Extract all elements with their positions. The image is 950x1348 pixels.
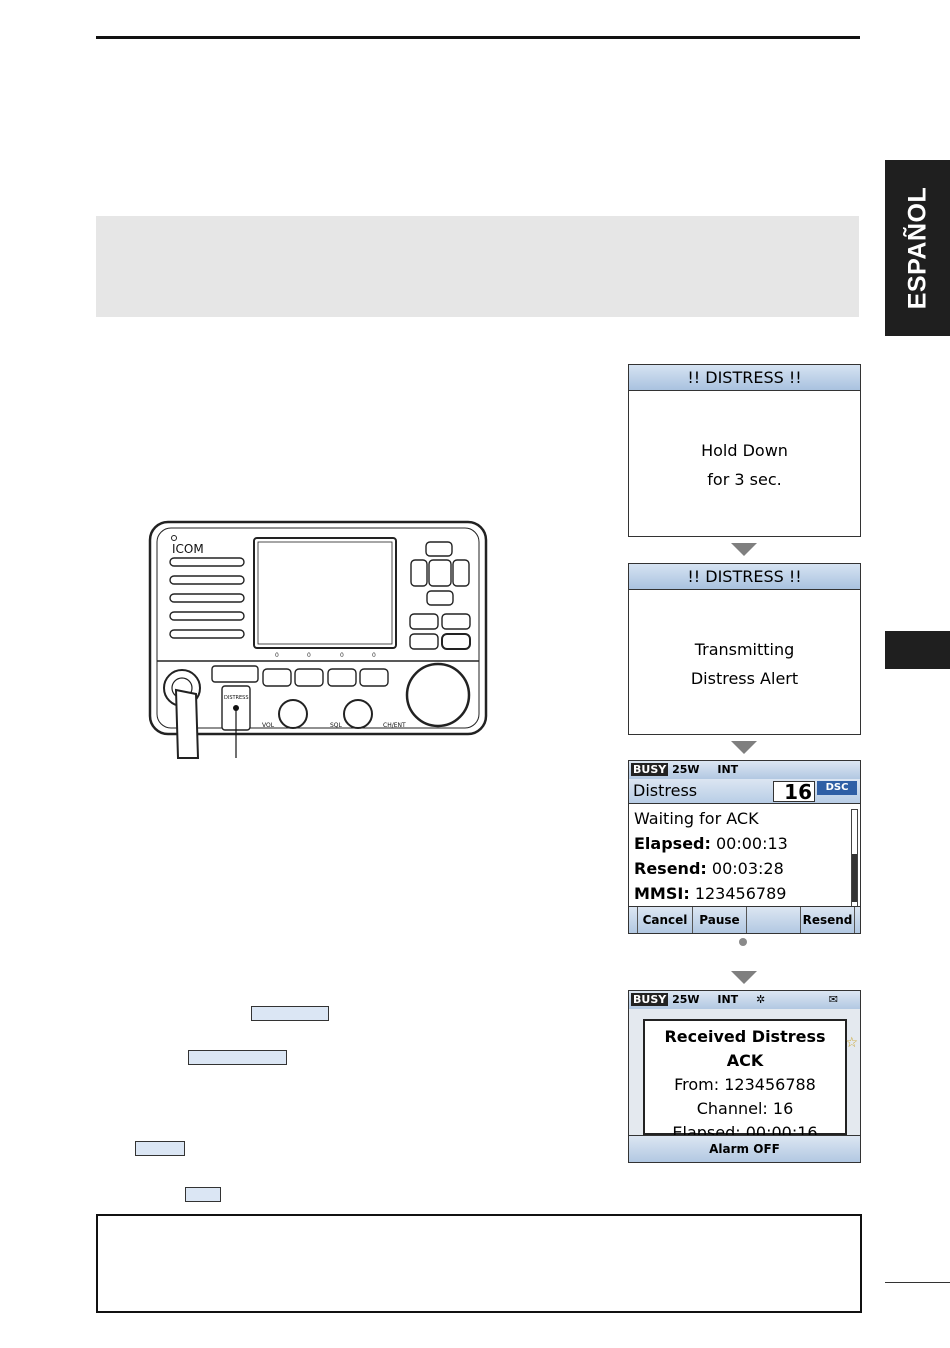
key-highlight — [135, 1141, 185, 1156]
svg-text:0: 0 — [372, 652, 376, 659]
screen-hold-down: !! DISTRESS !! Hold Down for 3 sec. — [628, 364, 861, 537]
dialog-title: Received Distress ACK — [664, 1027, 826, 1070]
power-indicator: 25W — [672, 763, 700, 776]
screen-waiting-ack: BUSY 25W INT Distress 16 DSC Waiting for… — [628, 760, 861, 934]
screen-title: !! DISTRESS !! — [629, 365, 860, 391]
arrow-down-icon — [731, 971, 757, 984]
screen-line: Distress Alert — [690, 669, 799, 688]
mail-icon: ✉ — [828, 993, 838, 1006]
dsc-badge: DSC — [817, 781, 857, 795]
elapsed-label: Elapsed: — [634, 834, 711, 853]
radio-brand: ICOM — [172, 542, 204, 556]
svg-text:0: 0 — [275, 652, 279, 659]
vol-label: VOL — [262, 722, 275, 729]
gray-note-box — [96, 216, 859, 317]
busy-indicator: BUSY — [631, 993, 669, 1006]
resend-label: Resend: — [634, 859, 707, 878]
busy-indicator: BUSY — [631, 763, 669, 776]
language-tab: ESPAÑOL — [885, 160, 950, 336]
svg-text:0: 0 — [307, 652, 311, 659]
blank-softkey[interactable] — [747, 907, 801, 933]
arrow-down-icon — [731, 741, 757, 754]
resend-value: 00:03:28 — [711, 859, 784, 878]
screen-transmitting: !! DISTRESS !! Transmitting Distress Ale… — [628, 563, 861, 735]
ch-ent-label: CH/ENT — [383, 722, 406, 729]
key-highlight — [185, 1187, 221, 1202]
channel-number: 16 — [773, 781, 815, 803]
cancel-button[interactable]: Cancel — [638, 907, 693, 933]
page-number-rule — [885, 1282, 950, 1283]
sql-label: SQL — [330, 722, 343, 729]
screen-header-label: Distress — [633, 781, 698, 800]
elapsed-value: 00:00:13 — [715, 834, 788, 853]
screen-received-ack: BUSY 25W INT ✲ ✉ Received Distress ACK F… — [628, 990, 861, 1163]
status-bar: BUSY 25W INT — [629, 761, 860, 779]
section-tab — [885, 631, 950, 669]
ack-dialog: Received Distress ACK From: 123456788 Ch… — [643, 1019, 847, 1142]
mmsi-label: MMSI: — [634, 884, 690, 903]
top-rule — [96, 36, 860, 39]
from-line: From: 123456788 — [674, 1075, 816, 1094]
mode-indicator: INT — [717, 763, 739, 776]
mode-indicator: INT — [717, 993, 739, 1006]
status-line: Waiting for ACK — [634, 809, 759, 828]
svg-text:0: 0 — [340, 652, 344, 659]
screen-title: !! DISTRESS !! — [629, 564, 860, 590]
arrow-down-icon — [731, 543, 757, 556]
mmsi-value: 123456789 — [694, 884, 787, 903]
language-tab-label: ESPAÑOL — [903, 186, 931, 310]
screen-line: for 3 sec. — [707, 470, 782, 489]
status-bar: BUSY 25W INT ✲ ✉ — [629, 991, 860, 1009]
softkey-bar: Cancel Pause Resend — [629, 906, 860, 933]
alarm-off-button[interactable]: Alarm OFF — [709, 1142, 780, 1156]
power-indicator: 25W — [672, 993, 700, 1006]
channel-line: Channel: 16 — [696, 1099, 794, 1118]
resend-button[interactable]: Resend — [801, 907, 855, 933]
distress-key-label: DISTRESS — [224, 695, 249, 701]
softkey-bar: Alarm OFF — [629, 1135, 860, 1162]
radio-illustration: ICOM 0 0 0 0 DISTRESS VOL SQL CH/ENT — [148, 520, 488, 759]
step-dot — [739, 938, 747, 946]
key-highlight — [188, 1050, 287, 1065]
key-highlight — [251, 1006, 329, 1021]
screen-header: Distress 16 DSC — [629, 779, 860, 804]
scrollbar — [851, 809, 858, 907]
screen-line: Transmitting — [694, 640, 795, 659]
gps-icon: ✲ — [756, 993, 766, 1006]
bottom-note-box — [96, 1214, 862, 1313]
star-icon: ☆ — [845, 1035, 858, 1051]
screen-line: Hold Down — [701, 441, 788, 460]
pause-button[interactable]: Pause — [693, 907, 747, 933]
